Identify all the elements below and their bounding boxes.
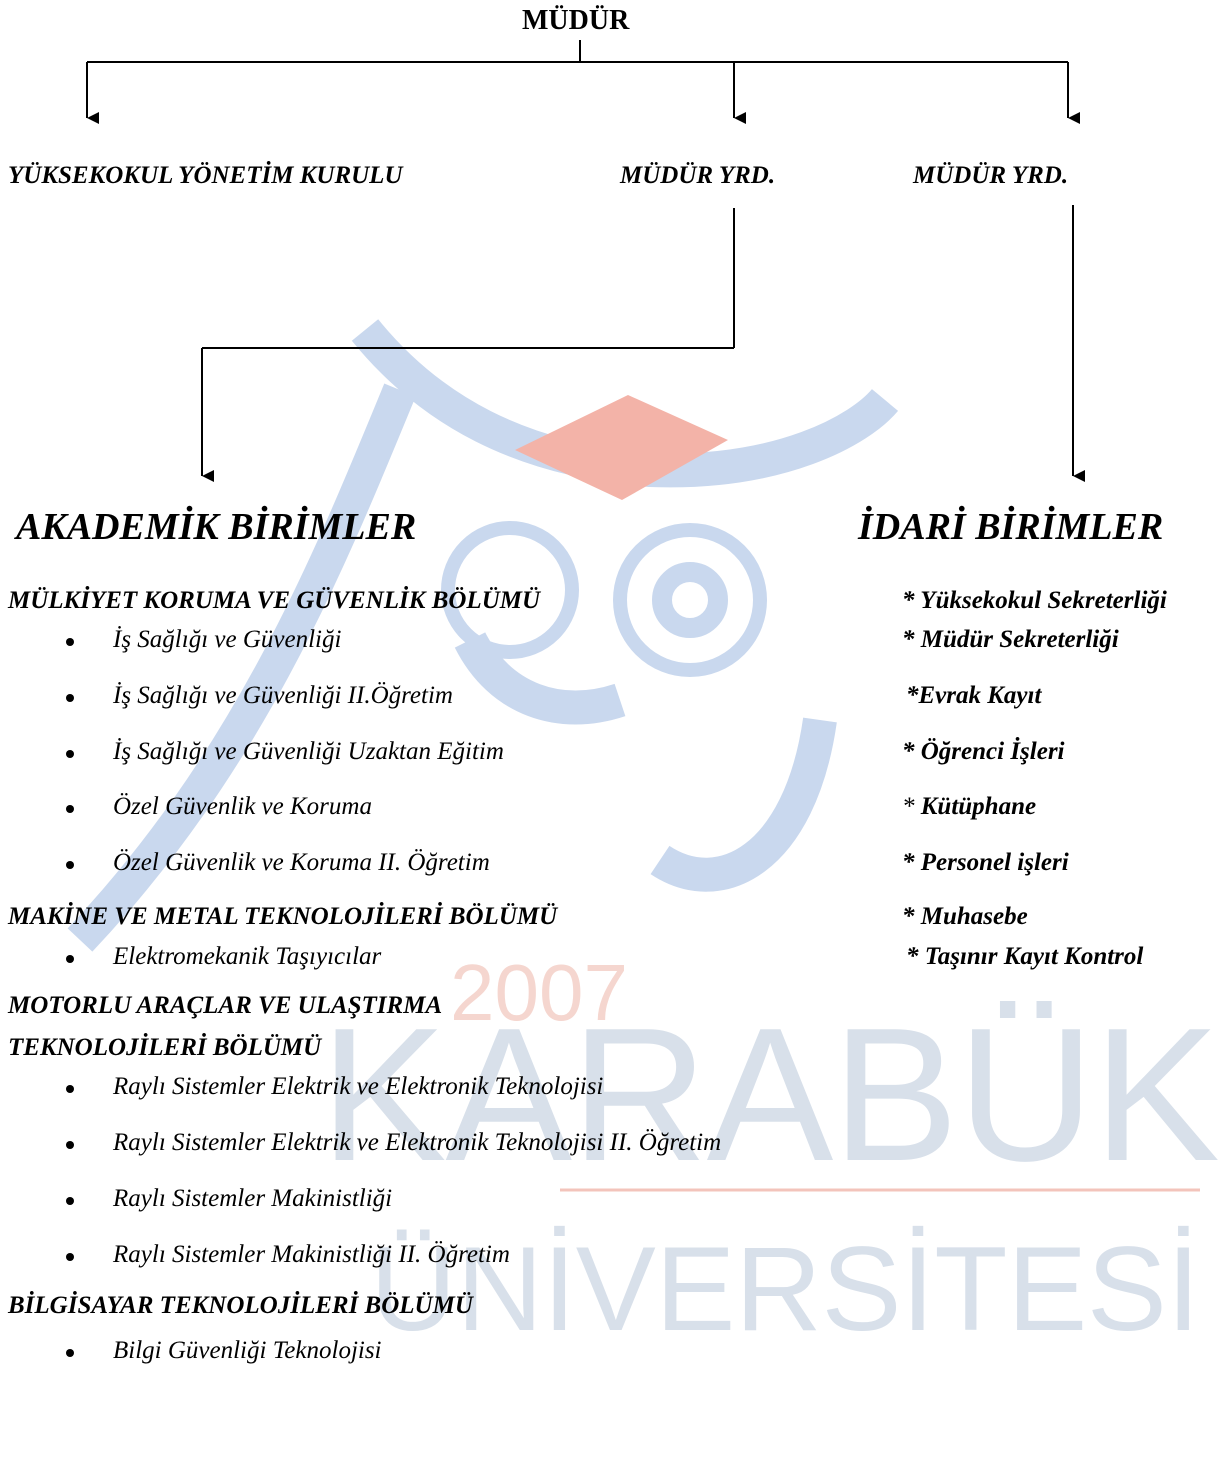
program-item: İş Sağlığı ve Güvenliği xyxy=(113,626,342,653)
bullet-icon xyxy=(66,750,74,758)
deputy-director-node-1: MÜDÜR YRD. xyxy=(620,162,776,189)
department-3-name-line-1: MOTORLU ARAÇLAR VE ULAŞTIRMA xyxy=(8,992,443,1019)
department-3-name-line-2: TEKNOLOJİLERİ BÖLÜMÜ xyxy=(8,1034,322,1061)
admin-item: * Öğrenci İşleri xyxy=(902,738,1065,765)
bullet-icon xyxy=(66,1085,74,1093)
program-item: Raylı Sistemler Makinistliği II. Öğretim xyxy=(113,1241,510,1268)
bullet-icon xyxy=(66,1197,74,1205)
deputy-director-node-2: MÜDÜR YRD. xyxy=(913,162,1069,189)
admin-item: * Personel işleri xyxy=(902,849,1069,876)
program-item: Elektromekanik Taşıyıcılar xyxy=(113,943,382,970)
program-item: Raylı Sistemler Elektrik ve Elektronik T… xyxy=(113,1129,722,1156)
department-4-name: BİLGİSAYAR TEKNOLOJİLERİ BÖLÜMÜ xyxy=(8,1292,473,1319)
program-item: Raylı Sistemler Elektrik ve Elektronik T… xyxy=(113,1073,604,1100)
program-item: İş Sağlığı ve Güvenliği II.Öğretim xyxy=(113,682,453,709)
admin-item-label: Kütüphane xyxy=(920,793,1037,820)
administrative-units-heading: İDARİ BİRİMLER xyxy=(858,506,1164,548)
program-item: Özel Güvenlik ve Koruma II. Öğretim xyxy=(113,849,490,876)
bullet-icon xyxy=(66,694,74,702)
director-node: MÜDÜR xyxy=(522,5,630,36)
board-node: YÜKSEKOKUL YÖNETİM KURULU xyxy=(8,162,403,189)
admin-item-star: * xyxy=(902,793,921,820)
admin-item: * Muhasebe xyxy=(902,903,1028,930)
program-item: Bilgi Güvenliği Teknolojisi xyxy=(113,1337,382,1364)
program-item: Raylı Sistemler Makinistliği xyxy=(113,1185,393,1212)
admin-item: *Evrak Kayıt xyxy=(906,682,1042,709)
program-item: İş Sağlığı ve Güvenliği Uzaktan Eğitim xyxy=(113,738,504,765)
admin-item: * Taşınır Kayıt Kontrol xyxy=(906,943,1144,970)
admin-item: * Yüksekokul Sekreterliği xyxy=(902,587,1167,614)
watermark-word-1: KARABÜK xyxy=(320,989,1220,1201)
bullet-icon xyxy=(66,638,74,646)
program-item: Özel Güvenlik ve Koruma xyxy=(113,793,372,820)
watermark-year: 2007 xyxy=(450,948,628,1037)
department-1-name: MÜLKİYET KORUMA VE GÜVENLİK BÖLÜMÜ xyxy=(8,587,541,614)
bullet-icon xyxy=(66,1349,74,1357)
bullet-icon xyxy=(66,861,74,869)
admin-item: * Kütüphane xyxy=(902,793,1036,821)
graduation-cap-icon xyxy=(515,395,728,500)
watermark-word-2: ÜNİVERSİTESİ xyxy=(370,1222,1200,1356)
department-2-name: MAKİNE VE METAL TEKNOLOJİLERİ BÖLÜMÜ xyxy=(8,903,558,930)
bullet-icon xyxy=(66,1253,74,1261)
bullet-icon xyxy=(66,1141,74,1149)
bullet-icon xyxy=(66,805,74,813)
admin-item: * Müdür Sekreterliği xyxy=(902,626,1119,653)
academic-units-heading: AKADEMİK BİRİMLER xyxy=(16,506,417,548)
bullet-icon xyxy=(66,955,74,963)
